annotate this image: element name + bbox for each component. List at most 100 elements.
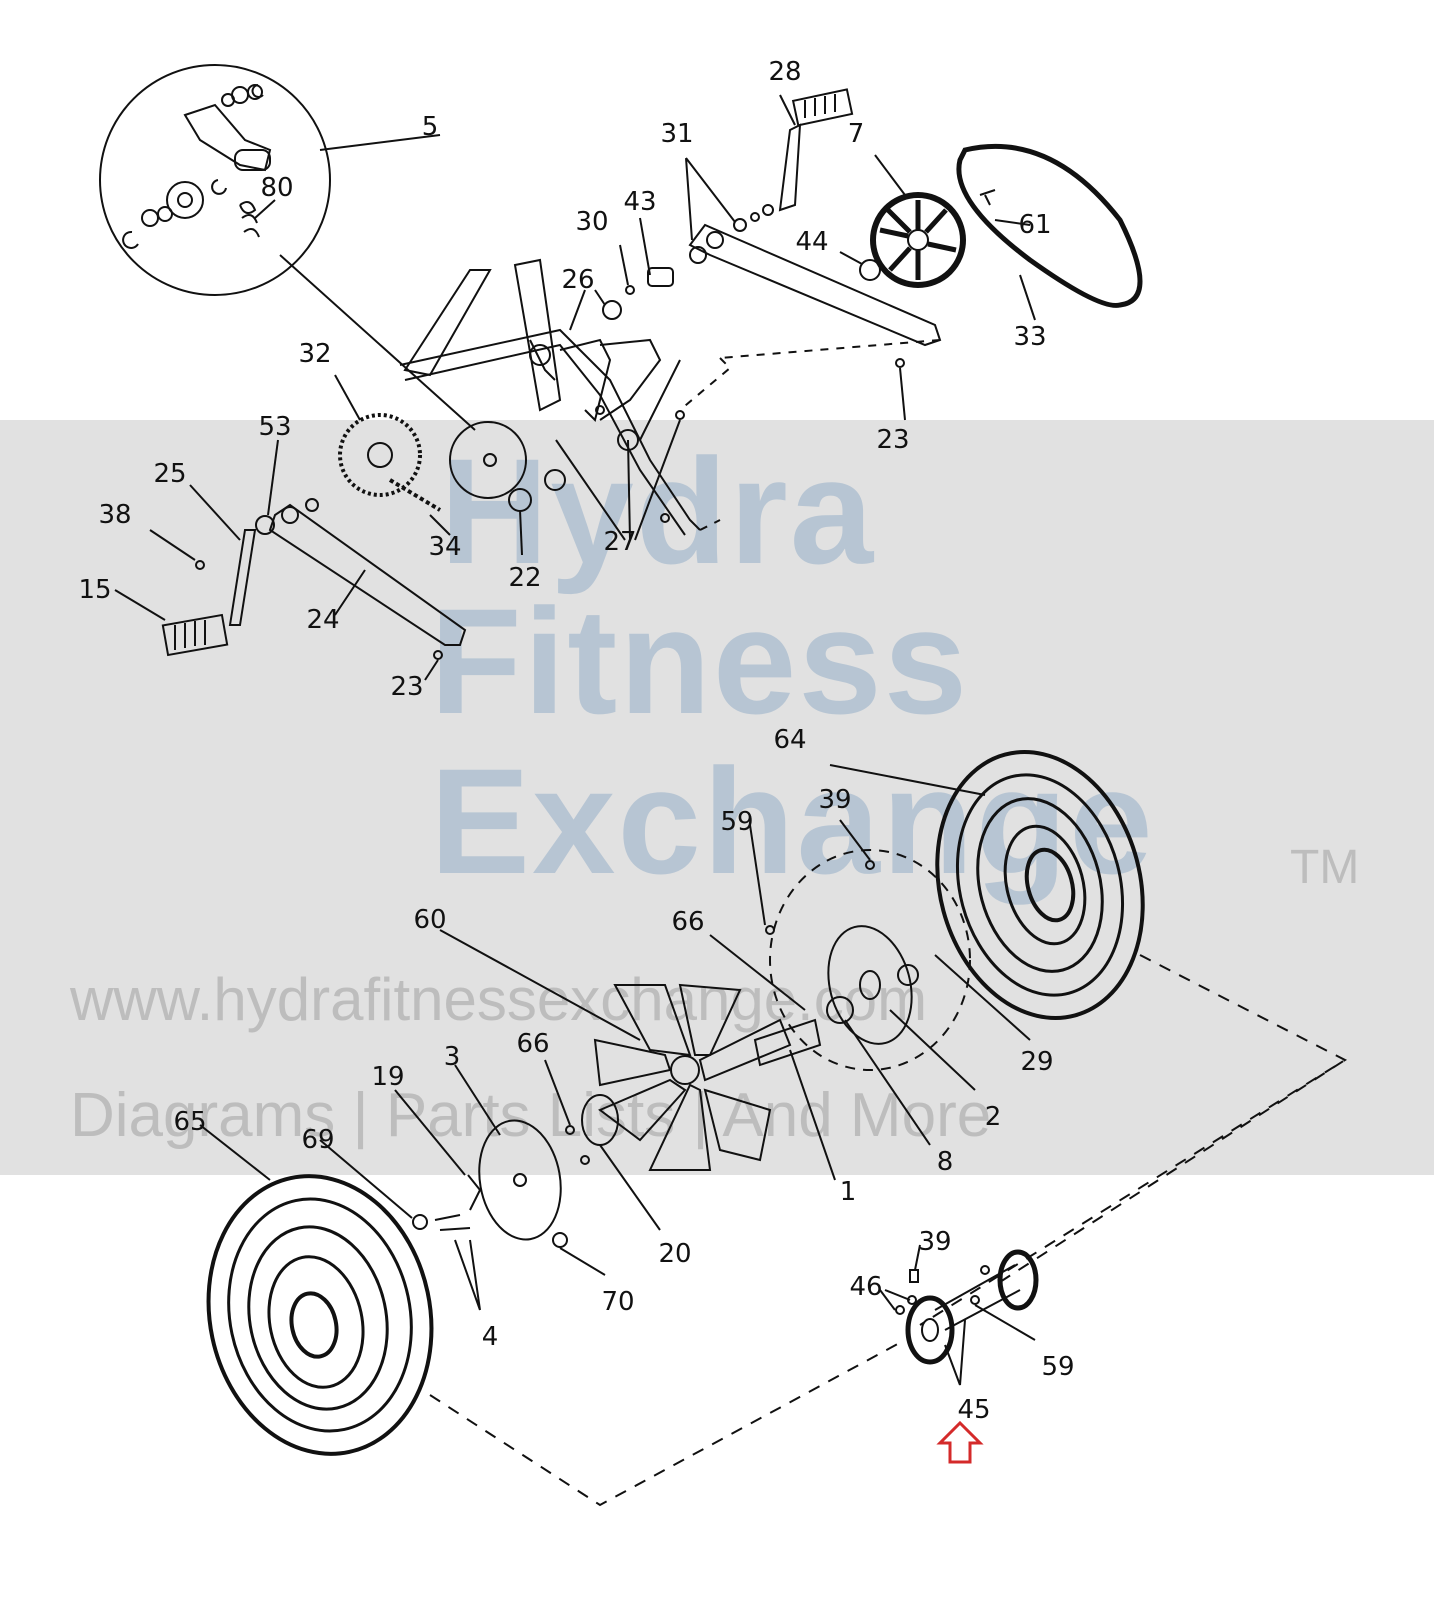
leader-8 (844, 1019, 931, 1146)
part-44 (859, 259, 881, 281)
leader-70 (559, 1247, 606, 1276)
dashed-ring (769, 849, 971, 1071)
part-label-46: 46 (849, 1272, 882, 1302)
part-label-38: 38 (98, 500, 131, 530)
leader-29 (934, 954, 1031, 1041)
link-arm-left (268, 503, 467, 646)
detail-link-line (279, 254, 476, 431)
belt-screws (977, 189, 996, 221)
chain-34 (388, 478, 442, 512)
leader-69 (319, 1139, 413, 1219)
leader-19 (394, 1089, 466, 1176)
fan-cage-64 (935, 750, 1145, 1020)
leader-32 (334, 374, 361, 421)
part-label-28: 28 (768, 57, 801, 87)
blade-1 (613, 984, 692, 1057)
part-label-69: 69 (301, 1125, 334, 1155)
part-label-64: 64 (773, 725, 806, 755)
blade-5 (598, 1078, 687, 1142)
part-label-60: 60 (413, 905, 446, 935)
crank-arm-right (778, 123, 802, 212)
drawing-lines (99, 64, 1348, 1507)
part-label-4: 4 (482, 1322, 499, 1352)
detail-spring (239, 200, 260, 238)
part-26 (602, 300, 622, 320)
frame-strut (599, 338, 681, 441)
part-label-34: 34 (428, 532, 461, 562)
leader-20 (599, 1144, 661, 1231)
leader-26 (569, 289, 606, 331)
part-label-39: 39 (918, 1227, 951, 1257)
leader-25 (189, 484, 241, 541)
part-label-19: 19 (371, 1062, 404, 1092)
watermark-url: www.hydrafitnessexchange.com (70, 966, 928, 1033)
pulley-7 (870, 192, 966, 288)
part-label-39: 39 (818, 785, 851, 815)
watermark-line3: Exchange (430, 737, 1155, 905)
leader-45 (944, 1319, 966, 1386)
watermark-tagline: Diagrams | Parts Lists | And More (70, 1081, 992, 1150)
leader-34 (429, 514, 451, 536)
leader-65 (199, 1124, 271, 1181)
leader-15 (114, 589, 166, 621)
crank-arm-left (228, 529, 257, 626)
pedal-left (161, 613, 229, 657)
leader-53 (267, 439, 279, 516)
part-label-31: 31 (660, 119, 693, 149)
part-label-80: 80 (260, 173, 293, 203)
part-label-66: 66 (671, 907, 704, 937)
part-43 (647, 267, 674, 287)
pedal-right (791, 88, 854, 127)
frame-tube-bottom (404, 343, 686, 536)
part-4 (434, 1214, 471, 1231)
leader-23a (899, 367, 906, 421)
leader-3 (454, 1064, 501, 1136)
watermark-tm: TM (1290, 841, 1360, 894)
part-label-23: 23 (876, 425, 909, 455)
part-label-45: 45 (957, 1395, 990, 1425)
part-label-43: 43 (623, 187, 656, 217)
leader-46 (879, 1289, 911, 1311)
leader-1 (789, 1049, 836, 1181)
leader-59a (749, 824, 766, 926)
sprocket-32 (338, 413, 422, 497)
dash-link-a (719, 339, 941, 359)
part-label-25: 25 (153, 459, 186, 489)
frame-bracket (529, 338, 612, 422)
leader-38 (149, 529, 196, 561)
part-label-7: 7 (848, 119, 865, 149)
leader-66b (544, 1059, 571, 1126)
shaft-1 (753, 1018, 822, 1067)
part-label-59: 59 (1041, 1352, 1074, 1382)
fan-hub-60 (670, 1055, 700, 1085)
detail-sprocket (166, 181, 204, 219)
part-label-30: 30 (575, 207, 608, 237)
base-dash-right (919, 954, 1348, 1326)
part-label-27: 27 (603, 527, 636, 557)
leader-30 (619, 244, 629, 286)
part-label-61: 61 (1018, 210, 1051, 240)
part-label-26: 26 (561, 265, 594, 295)
part-label-70: 70 (601, 1287, 634, 1317)
part-label-20: 20 (658, 1239, 691, 1269)
leader-27 (555, 419, 681, 541)
plate-3 (478, 1119, 562, 1241)
frame-tube-top (399, 328, 701, 531)
disk-2 (827, 925, 913, 1045)
part-22 (508, 488, 532, 512)
part-label-29: 29 (1020, 1047, 1053, 1077)
base-dash-bottom (429, 1339, 906, 1507)
leader-4 (454, 1239, 481, 1311)
part-label-15: 15 (78, 575, 111, 605)
part-label-3: 3 (444, 1042, 461, 1072)
part-70 (552, 1232, 568, 1248)
leader-23b (424, 659, 439, 681)
leader-59b (974, 1304, 1036, 1341)
leader-66a (709, 934, 806, 1011)
leader-80 (254, 199, 276, 219)
detail-circle (99, 64, 331, 296)
part-label-66: 66 (516, 1029, 549, 1059)
